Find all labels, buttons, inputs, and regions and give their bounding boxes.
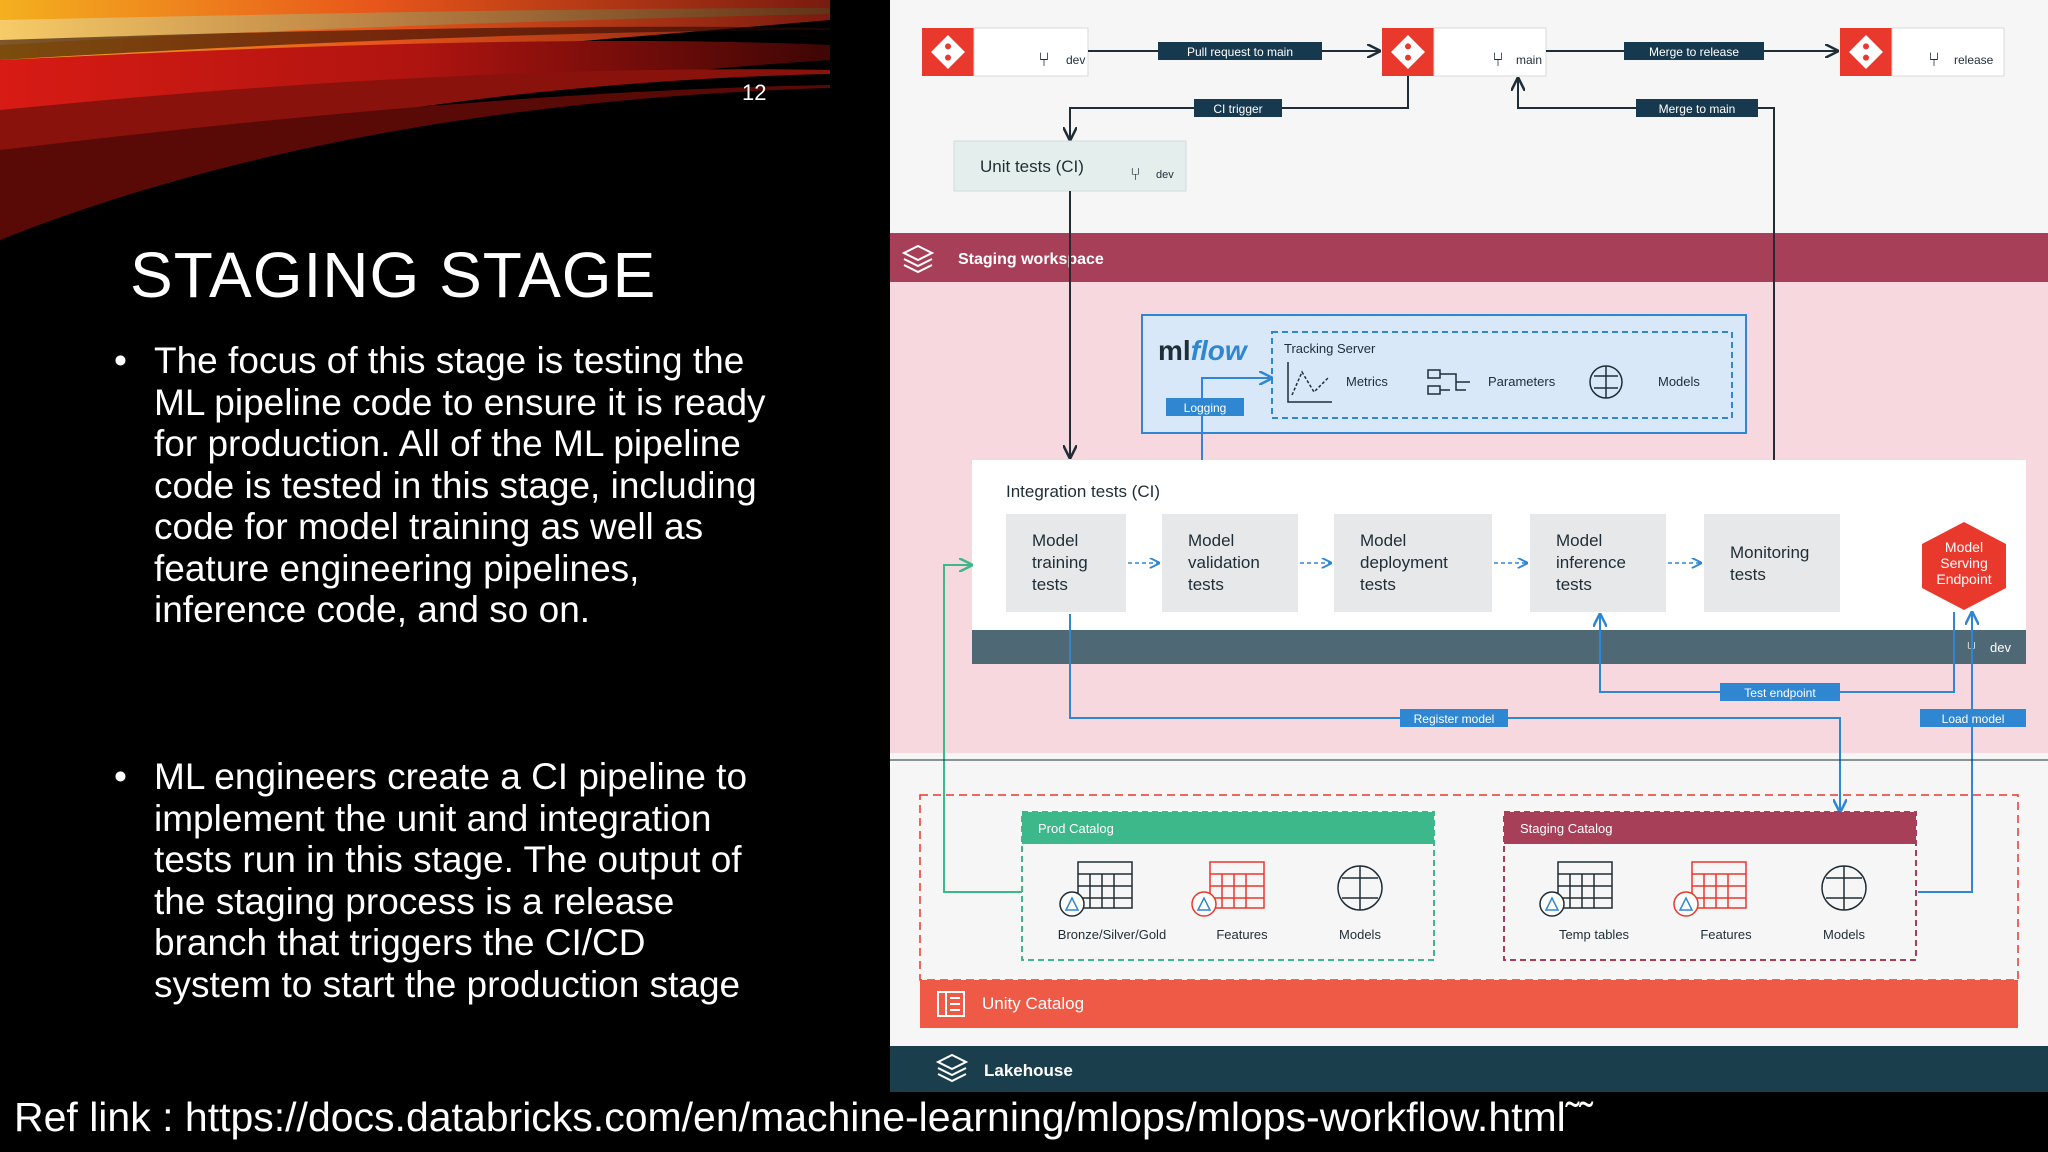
load-model-label: Load model bbox=[1942, 712, 2005, 726]
branch-icon: ⑂ bbox=[1038, 49, 1050, 71]
brain-icon bbox=[1821, 865, 1867, 911]
unit-tests-box bbox=[953, 140, 1187, 192]
staging-workspace-label: Staging workspace bbox=[958, 251, 1104, 268]
tracking-server-label: Tracking Server bbox=[1284, 341, 1376, 356]
lakehouse-label: Lakehouse bbox=[984, 1061, 1073, 1080]
prod-item-bronze-silver-gold: Bronze/Silver/Gold bbox=[1058, 927, 1166, 942]
staging-workspace-band bbox=[890, 233, 2048, 282]
bullet-item: • ML engineers create a CI pipeline to im… bbox=[110, 756, 770, 1005]
bullet-marker: • bbox=[114, 756, 127, 797]
unity-catalog-label: Unity Catalog bbox=[982, 994, 1084, 1013]
table-icon bbox=[1539, 861, 1613, 917]
layers-icon bbox=[901, 244, 935, 274]
tracking-item-parameters: Parameters bbox=[1488, 374, 1556, 389]
lakehouse-icon bbox=[935, 1053, 969, 1083]
metrics-icon bbox=[1287, 362, 1332, 403]
brain-icon bbox=[1337, 865, 1383, 911]
logging-label: Logging bbox=[1184, 401, 1227, 415]
features-icon bbox=[1673, 861, 1747, 917]
bullet-item: • The focus of this stage is testing the … bbox=[110, 340, 770, 631]
integration-tests-title: Integration tests (CI) bbox=[1006, 482, 1160, 501]
integration-tests-box bbox=[972, 460, 2026, 630]
lakehouse-band bbox=[890, 1046, 2048, 1092]
integration-dev-bar bbox=[972, 630, 2026, 664]
git-release-node: ⑂ release bbox=[1840, 27, 2005, 77]
bullet-text: The focus of this stage is testing the M… bbox=[154, 340, 766, 630]
parameters-icon bbox=[1427, 369, 1470, 395]
ci-trigger-label: CI trigger bbox=[1213, 102, 1262, 116]
staging-item-temp-tables: Temp tables bbox=[1559, 927, 1630, 942]
merge-to-main-label: Merge to main bbox=[1659, 102, 1736, 116]
pull-request-label: Pull request to main bbox=[1187, 45, 1293, 59]
unit-tests-label: Unit tests (CI) bbox=[980, 157, 1084, 176]
prod-item-models: Models bbox=[1339, 927, 1381, 942]
unit-tests-branch: dev bbox=[1156, 169, 1174, 181]
git-icon bbox=[1391, 35, 1425, 69]
prod-item-features: Features bbox=[1216, 927, 1268, 942]
integration-branch: dev bbox=[1990, 640, 2011, 655]
branch-label-main: main bbox=[1516, 53, 1542, 67]
staging-item-models: Models bbox=[1823, 927, 1865, 942]
catalog-book-icon bbox=[937, 991, 965, 1017]
staging-item-features: Features bbox=[1700, 927, 1752, 942]
branch-icon: ⑂ bbox=[1928, 49, 1940, 71]
slide-title: STAGING STAGE bbox=[130, 239, 657, 311]
staging-catalog-title: Staging Catalog bbox=[1520, 821, 1613, 836]
branch-icon: ⑂ bbox=[1130, 164, 1141, 184]
bullet-text: ML engineers create a CI pipeline to imp… bbox=[154, 756, 748, 1005]
tracking-item-models: Models bbox=[1658, 374, 1700, 389]
branch-icon: ⑂ bbox=[1492, 49, 1504, 71]
prod-catalog: Prod Catalog Bronze/Silver/Gold Features… bbox=[1021, 811, 1435, 961]
reference-link[interactable]: Ref link : https://docs.databricks.com/e… bbox=[14, 1094, 1594, 1140]
tracking-item-metrics: Metrics bbox=[1346, 374, 1388, 389]
test-endpoint-label: Test endpoint bbox=[1744, 686, 1816, 700]
git-main-node: ⑂ main bbox=[1382, 27, 1547, 77]
register-model-label: Register model bbox=[1414, 712, 1495, 726]
prod-catalog-title: Prod Catalog bbox=[1038, 821, 1114, 836]
branch-label-release: release bbox=[1954, 53, 1994, 67]
features-icon bbox=[1191, 861, 1265, 917]
mlops-staging-diagram: Staging workspace ⑂ dev ⑂ main ⑂ release… bbox=[890, 0, 2048, 1092]
slide-number: 12 bbox=[742, 80, 767, 105]
decorative-swirl-banner bbox=[0, 0, 830, 240]
staging-catalog: Staging Catalog Temp tables Features Mod… bbox=[1503, 811, 1917, 961]
git-icon bbox=[1849, 35, 1883, 69]
git-dev-node: ⑂ dev bbox=[922, 27, 1089, 77]
merge-to-release-label: Merge to release bbox=[1649, 45, 1739, 59]
branch-label-dev: dev bbox=[1066, 53, 1085, 67]
table-icon bbox=[1059, 861, 1133, 917]
bullet-marker: • bbox=[114, 340, 127, 381]
unity-catalog-band bbox=[920, 980, 2018, 1028]
mlflow-logo: mlflow bbox=[1158, 335, 1249, 366]
brain-icon bbox=[1589, 365, 1623, 399]
